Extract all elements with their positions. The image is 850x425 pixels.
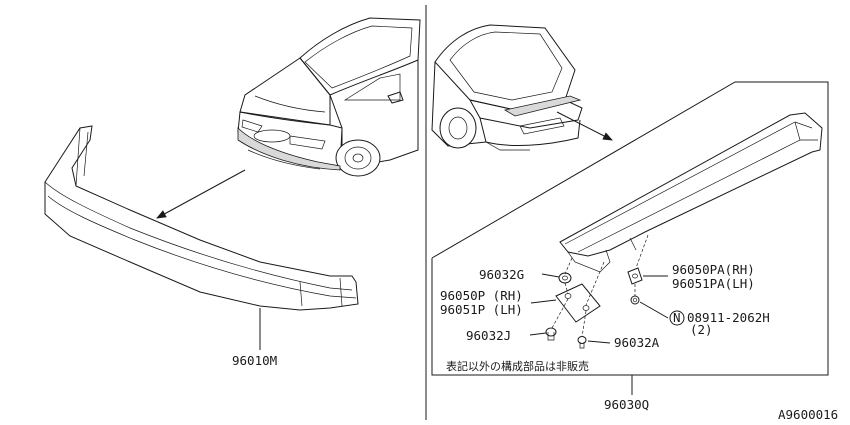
- callout-box: [431, 81, 829, 376]
- front-arrow: [156, 169, 246, 219]
- label-nut-part: 08911-2062H: [687, 310, 770, 325]
- front-bumper-illustration: [44, 125, 359, 311]
- label-96032a: 96032A: [614, 335, 660, 350]
- not-sold-note: 表記以外の構成部品は非販売: [446, 359, 589, 373]
- label-96051pa-lh: 96051PA(LH): [672, 276, 755, 291]
- front-car-illustration: [237, 17, 421, 177]
- assembly-lines: [551, 234, 649, 338]
- label-96032g: 96032G: [479, 267, 524, 282]
- label-96051p-lh: 96051P (LH): [440, 302, 523, 317]
- label-96050pa-rh: 96050PA(RH): [672, 262, 755, 277]
- label-nut-qty: (2): [690, 322, 713, 337]
- leader-lines: [529, 273, 669, 395]
- label-96032j: 96032J: [466, 328, 511, 343]
- rear-arrow: [556, 111, 613, 141]
- bumper-part-label: 96010M: [232, 353, 277, 368]
- nut-symbol-circle: [669, 310, 685, 326]
- figure-id: A9600016: [778, 407, 838, 422]
- nut-symbol-letter: N: [673, 310, 681, 325]
- rear-car-illustration: [431, 24, 583, 151]
- label-96050p-rh: 96050P (RH): [440, 288, 523, 303]
- rear-spoiler-illustration: [559, 112, 823, 273]
- label-96030q: 96030Q: [604, 397, 649, 412]
